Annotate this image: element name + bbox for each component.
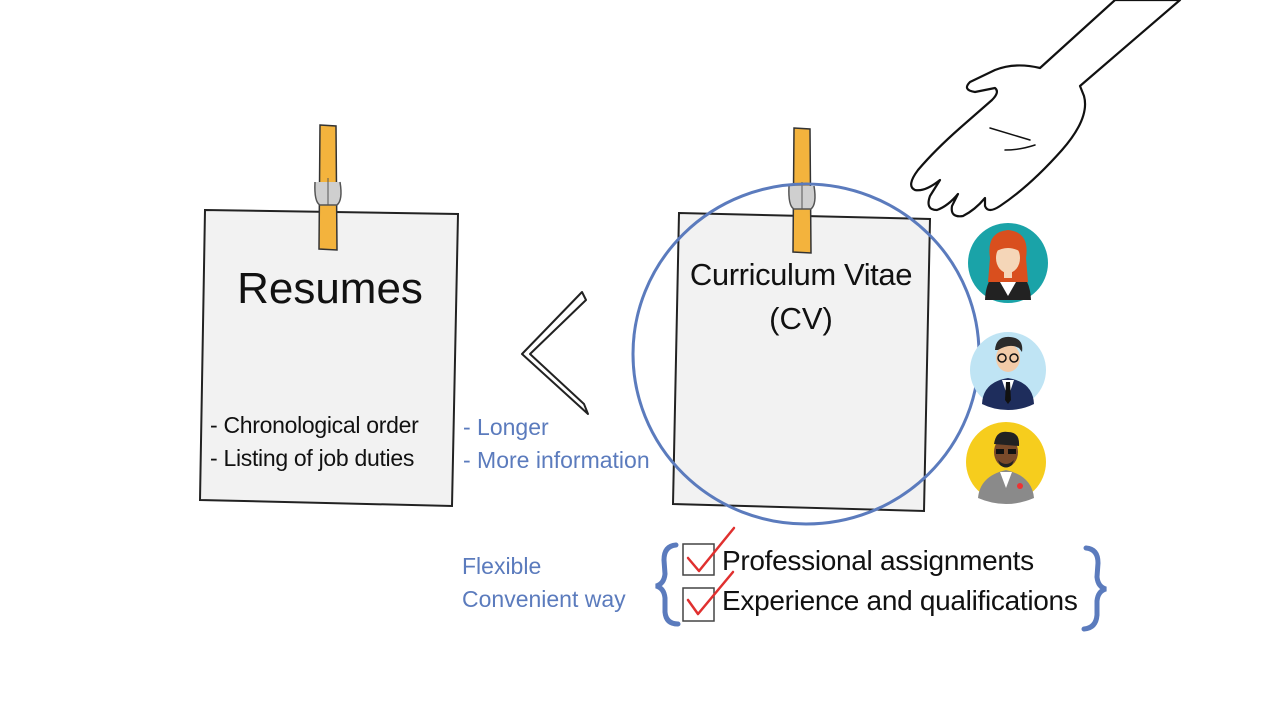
cv-title-line1: Curriculum Vitae	[689, 257, 913, 292]
woman-avatar-icon	[968, 223, 1048, 303]
clothespin-icon	[788, 127, 816, 254]
comparison-note: - Longer	[463, 414, 549, 440]
comparison-note: - More information	[463, 447, 650, 473]
man-glasses-avatar-icon	[970, 332, 1046, 410]
feature-note: Convenient way	[462, 586, 626, 612]
checkbox-icon	[682, 570, 735, 622]
resumes-bullet: - Listing of job duties	[210, 445, 415, 471]
left-curly-bracket	[655, 542, 681, 627]
cv-title-line2: (CV)	[769, 301, 833, 336]
resumes-paper	[198, 208, 460, 508]
checklist-item: Experience and qualifications	[722, 585, 1078, 616]
checklist-item: Professional assignments	[722, 545, 1034, 576]
clothespin-icon	[314, 124, 342, 251]
resumes-bullet: - Chronological order	[210, 412, 419, 438]
right-curly-bracket	[1081, 545, 1107, 632]
resumes-title: Resumes	[237, 264, 423, 313]
cv-paper	[671, 211, 932, 513]
hand-icon	[910, 0, 1182, 218]
less-than-symbol	[521, 291, 589, 415]
checkbox-icon	[682, 526, 736, 576]
man-suit-avatar-icon	[966, 422, 1046, 504]
feature-note: Flexible	[462, 553, 542, 579]
